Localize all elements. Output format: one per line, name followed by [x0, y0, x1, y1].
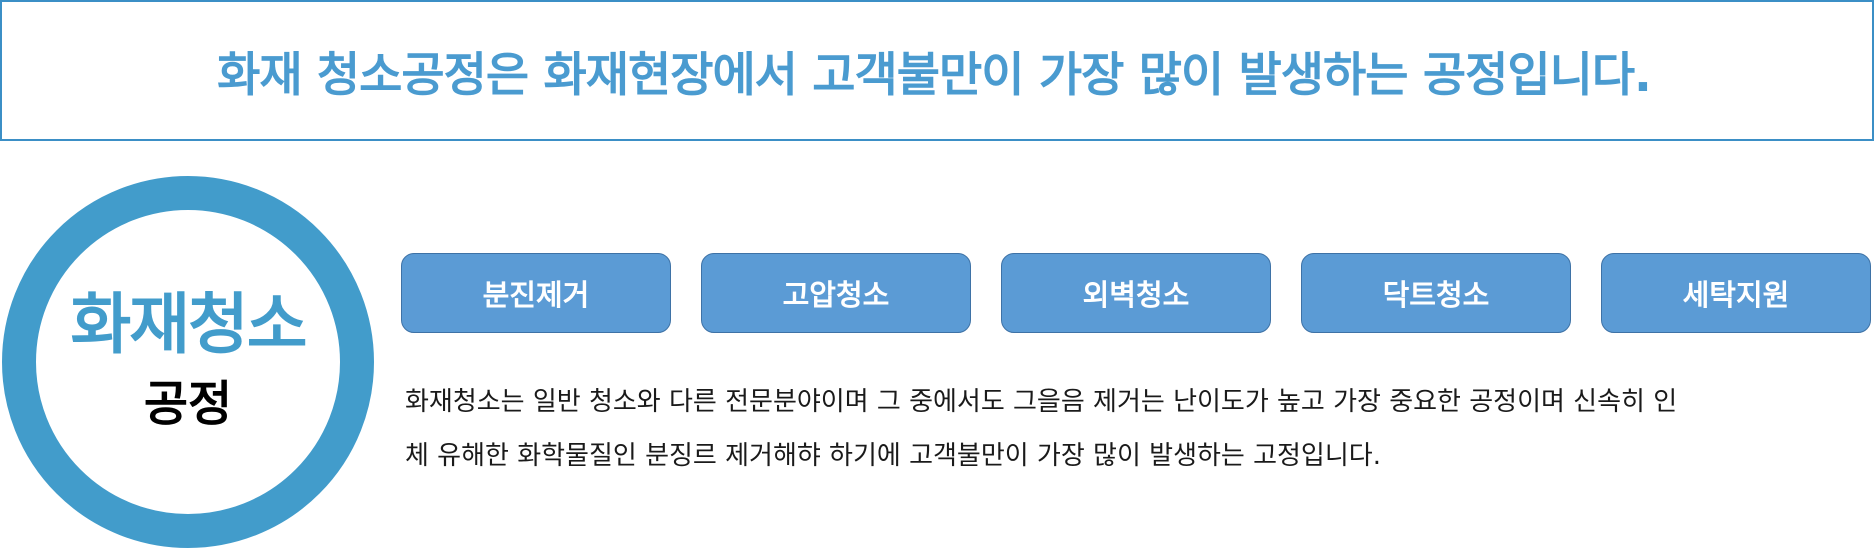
exterior-wall-cleaning-button[interactable]: 외벽청소	[1001, 253, 1271, 333]
laundry-support-button[interactable]: 세탁지원	[1601, 253, 1871, 333]
header-banner: 화재 청소공정은 화재현장에서 고객불만이 가장 많이 발생하는 공정입니다.	[0, 0, 1874, 141]
description-line-2: 체 유해한 화학물질인 분징르 제거해햐 하기에 고객불만이 가장 많이 발생하…	[405, 441, 1381, 471]
description-text: 화재청소는 일반 청소와 다른 전문분야이며 그 중에서도 그을음 제거는 난이…	[405, 375, 1845, 483]
duct-cleaning-button[interactable]: 닥트청소	[1301, 253, 1571, 333]
badge-sub-label: 공정	[143, 376, 233, 432]
description-line-1: 화재청소는 일반 청소와 다른 전문분야이며 그 중에서도 그을음 제거는 난이…	[405, 387, 1678, 417]
high-pressure-cleaning-button[interactable]: 고압청소	[701, 253, 971, 333]
dust-removal-button[interactable]: 분진제거	[401, 253, 671, 333]
header-title: 화재 청소공정은 화재현장에서 고객불만이 가장 많이 발생하는 공정입니다.	[217, 48, 1652, 103]
badge-main-label: 화재청소	[70, 286, 308, 363]
